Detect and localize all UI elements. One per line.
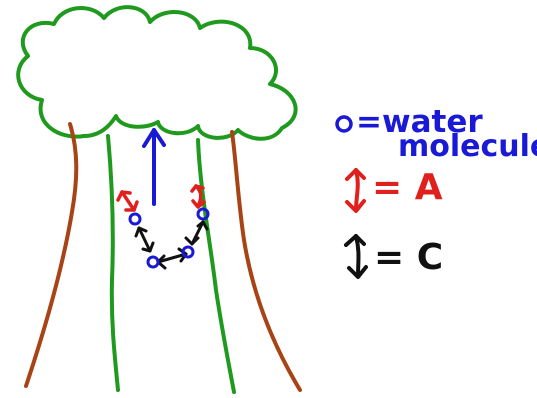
cohesion-arrow-3-icon xyxy=(184,220,209,246)
xylem-wall-left xyxy=(106,134,120,392)
cohesion-arrow-1-icon xyxy=(134,226,155,253)
tree-trunk-left xyxy=(24,122,79,388)
water-flow-arrow-icon xyxy=(142,128,166,206)
legend-water-line2: molecule xyxy=(398,129,537,164)
legend-cohesion-label: = C xyxy=(374,237,443,278)
legend-cohesion-arrow-icon xyxy=(344,234,368,279)
tree-canopy xyxy=(16,5,298,141)
legend-adhesion: = A xyxy=(345,167,443,213)
legend-water-molecule: =water molecule xyxy=(335,104,537,164)
tree-trunk-right xyxy=(230,130,302,392)
water-molecule-3-icon xyxy=(181,245,195,259)
adhesion-arrow-right-icon xyxy=(190,184,206,209)
xylem-wall-right xyxy=(196,138,236,394)
adhesion-arrow-left-icon xyxy=(116,190,139,212)
legend-water-line1: =water xyxy=(356,104,483,140)
legend-cohesion: = C xyxy=(344,234,443,279)
water-molecule-1-icon xyxy=(128,212,142,226)
water-molecule-2-icon xyxy=(146,255,160,269)
legend-water-symbol-icon xyxy=(335,115,353,133)
water-molecule-4-icon xyxy=(196,207,210,221)
legend-adhesion-arrow-icon xyxy=(345,168,366,213)
legend-adhesion-label: = A xyxy=(372,167,443,208)
